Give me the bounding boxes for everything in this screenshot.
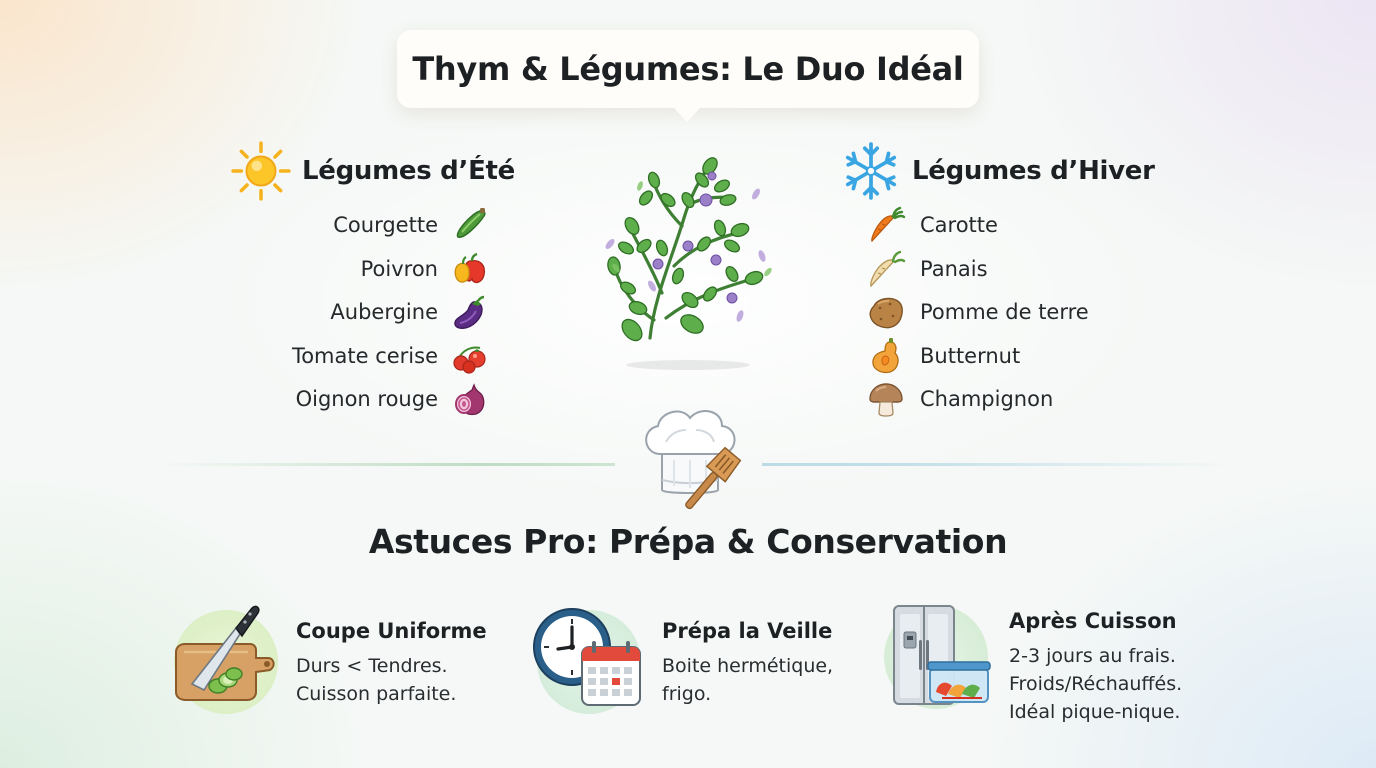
vegetable-label: Tomate cerise xyxy=(291,343,438,368)
tip-text: Froids/Réchauffés. xyxy=(1009,673,1183,695)
vegetable-label: Butternut xyxy=(920,343,1021,368)
list-item: Butternut xyxy=(866,336,1166,376)
list-item: Poivron xyxy=(200,249,490,289)
tip-text: Cuisson parfaite. xyxy=(296,683,457,705)
list-item: Oignon rouge xyxy=(200,379,490,419)
winter-vegetable-list: Carotte Panais Pomme de terre Butternut xyxy=(866,205,1166,423)
potato-icon xyxy=(869,298,903,329)
title-bubble: Thym & Légumes: Le Duo Idéal xyxy=(397,30,979,122)
parsnip-icon xyxy=(870,250,906,287)
vegetable-label: Courgette xyxy=(333,213,438,237)
knife-cutting-board-icon xyxy=(175,605,275,701)
bell-pepper-icon xyxy=(454,252,486,283)
divider-left xyxy=(160,463,615,466)
snowflake-icon xyxy=(845,142,897,200)
sun-icon xyxy=(231,141,291,201)
list-item: Aubergine xyxy=(200,292,490,332)
vegetable-label: Panais xyxy=(920,256,988,281)
tip-card-prepa: Prépa la Veille Boite hermétique, frigo. xyxy=(662,619,833,708)
vegetable-label: Oignon rouge xyxy=(295,387,438,412)
clock-calendar-icon xyxy=(533,608,641,706)
mushroom-icon xyxy=(869,383,903,418)
fridge-container-icon xyxy=(893,605,991,705)
tip-text: 2-3 jours au frais. xyxy=(1009,645,1176,667)
eggplant-icon xyxy=(454,295,485,330)
tip-text: Boite hermétique, xyxy=(662,655,834,677)
vegetable-label: Champignon xyxy=(920,387,1054,412)
vegetable-label: Poivron xyxy=(360,256,438,281)
tip-card-apres: Après Cuisson 2-3 jours au frais. Froids… xyxy=(1009,609,1182,726)
tip-card-coupe: Coupe Uniforme Durs < Tendres. Cuisson p… xyxy=(296,619,487,708)
tip-text: Idéal pique-nique. xyxy=(1009,701,1181,723)
summer-vegetable-list: Courgette Poivron Aubergine Tomate ceris… xyxy=(200,205,490,423)
chef-hat-spatula-icon xyxy=(645,410,742,510)
summer-heading: Légumes d’Été xyxy=(230,140,515,202)
summer-heading-text: Légumes d’Été xyxy=(302,156,515,186)
list-item: Courgette xyxy=(200,205,490,245)
vegetable-label: Carotte xyxy=(920,213,998,237)
carrot-icon xyxy=(871,206,906,243)
page-title: Thym & Légumes: Le Duo Idéal xyxy=(412,50,964,88)
tips-heading: Astuces Pro: Prépa & Conservation xyxy=(368,522,1008,561)
list-item: Carotte xyxy=(866,205,1166,245)
list-item: Tomate cerise xyxy=(200,336,490,376)
tip-title: Après Cuisson xyxy=(1009,609,1177,633)
zucchini-icon xyxy=(456,208,486,238)
butternut-icon xyxy=(872,337,899,373)
red-onion-icon xyxy=(455,383,485,416)
winter-heading: Légumes d’Hiver xyxy=(840,140,1155,202)
thyme-sprig-icon xyxy=(605,157,772,370)
tip-title: Coupe Uniforme xyxy=(296,619,487,643)
list-item: Pomme de terre xyxy=(866,292,1166,332)
tip-title: Prépa la Veille xyxy=(662,619,833,643)
vegetable-label: Aubergine xyxy=(330,300,438,325)
winter-heading-text: Légumes d’Hiver xyxy=(912,156,1155,186)
vegetable-label: Pomme de terre xyxy=(920,300,1089,325)
tip-text: Durs < Tendres. xyxy=(296,655,448,677)
divider-right xyxy=(762,463,1232,466)
tip-text: frigo. xyxy=(662,683,712,705)
list-item: Champignon xyxy=(866,379,1166,419)
cherry-tomato-icon xyxy=(453,346,486,374)
list-item: Panais xyxy=(866,249,1166,289)
